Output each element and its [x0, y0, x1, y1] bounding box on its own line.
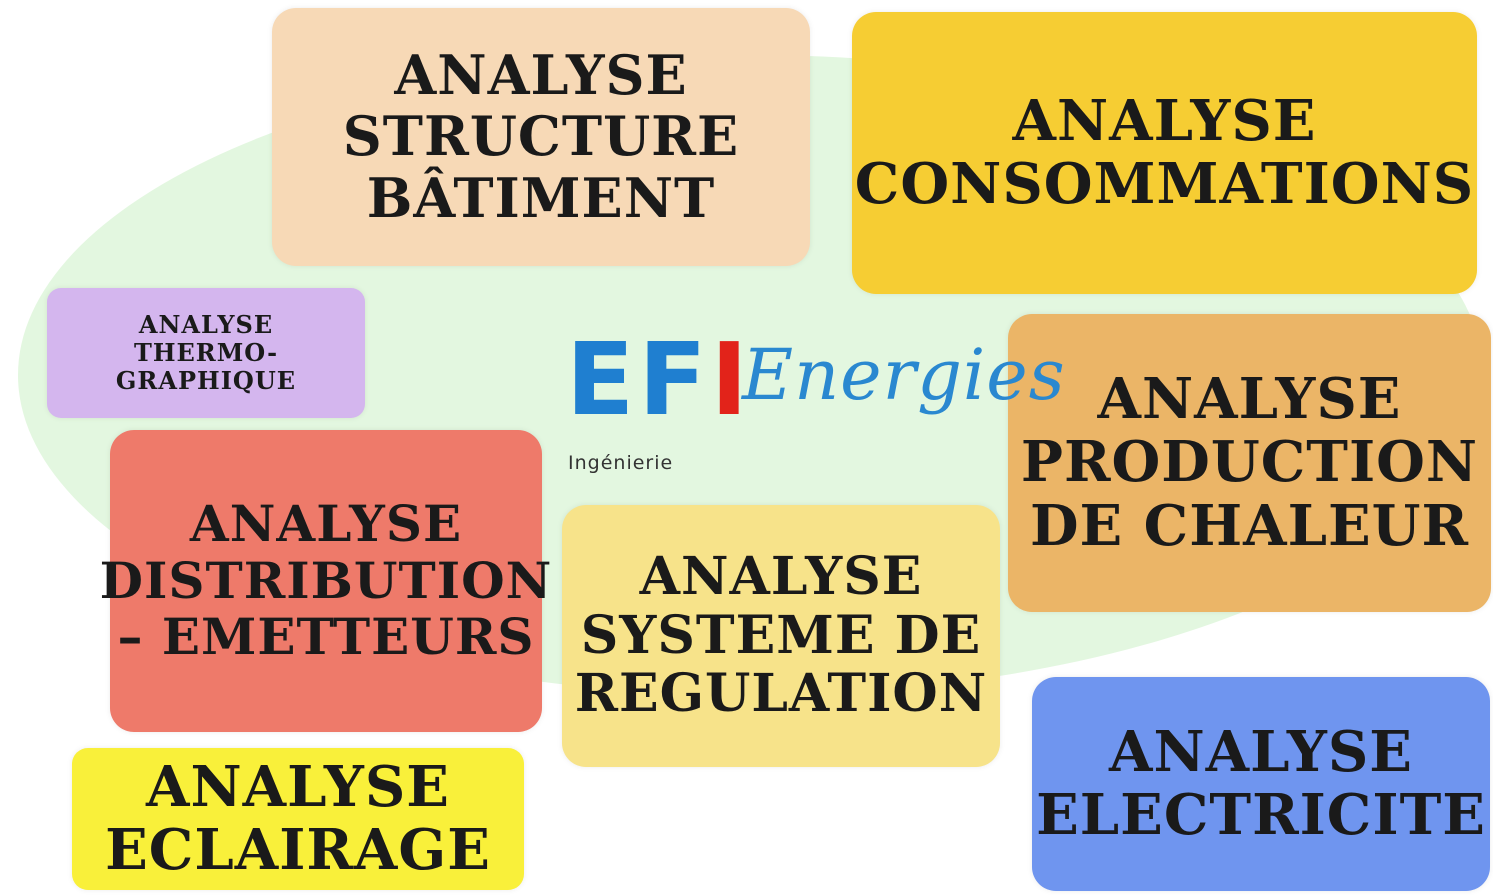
logo-subtitle: Ingénierie — [568, 452, 674, 474]
logo-letter-i: I — [710, 321, 752, 438]
box-line: ANALYSE — [1109, 718, 1413, 785]
box-line: DE CHALEUR — [1029, 492, 1470, 559]
box-line: ANALYSE — [189, 494, 463, 554]
box-line: REGULATION — [574, 663, 988, 725]
logo-letter-f: F — [638, 321, 711, 438]
box-analyse-electricite: ANALYSE ELECTRICITE — [1032, 677, 1490, 891]
efi-energies-logo: E F I Energies Ingénierie — [566, 330, 1065, 480]
box-line: BÂTIMENT — [366, 165, 716, 230]
box-line: CONSOMMATIONS — [854, 151, 1475, 217]
box-analyse-eclairage: ANALYSE ECLAIRAGE — [72, 748, 524, 890]
box-analyse-distribution-emetteurs: ANALYSE DISTRIBUTION – EMETTEURS — [100, 430, 551, 732]
box-analyse-consommations: ANALYSE CONSOMMATIONS — [852, 12, 1477, 294]
box-analyse-thermographique: ANALYSE THERMO- GRAPHIQUE — [47, 288, 365, 418]
box-line: ANALYSE — [1012, 87, 1317, 154]
box-line: – EMETTEURS — [117, 607, 535, 667]
box-line: ANALYSE — [146, 753, 450, 820]
box-line: ANALYSE — [394, 43, 688, 108]
box-line: GRAPHIQUE — [115, 366, 297, 396]
box-analyse-systeme-regulation: ANALYSE SYSTEME DE REGULATION — [562, 505, 1000, 767]
box-line: ANALYSE — [138, 309, 274, 339]
box-line: THERMO- — [133, 337, 279, 367]
box-analyse-production-chaleur: ANALYSE PRODUCTION DE CHALEUR — [1008, 314, 1491, 612]
box-analyse-structure-batiment: ANALYSE STRUCTURE BÂTIMENT — [272, 8, 810, 266]
box-line: ANALYSE — [1097, 366, 1402, 433]
box-line: ECLAIRAGE — [105, 817, 491, 883]
box-line: ELECTRICITE — [1036, 782, 1486, 848]
box-line: STRUCTURE — [342, 104, 740, 169]
box-line: PRODUCTION — [1020, 429, 1479, 496]
logo-letters: E F I — [566, 330, 752, 430]
box-line: DISTRIBUTION — [99, 550, 553, 610]
box-line: SYSTEME DE — [580, 604, 982, 666]
logo-script-text: Energies — [742, 334, 1066, 416]
box-line: ANALYSE — [639, 545, 923, 607]
logo-letter-e: E — [566, 321, 639, 438]
